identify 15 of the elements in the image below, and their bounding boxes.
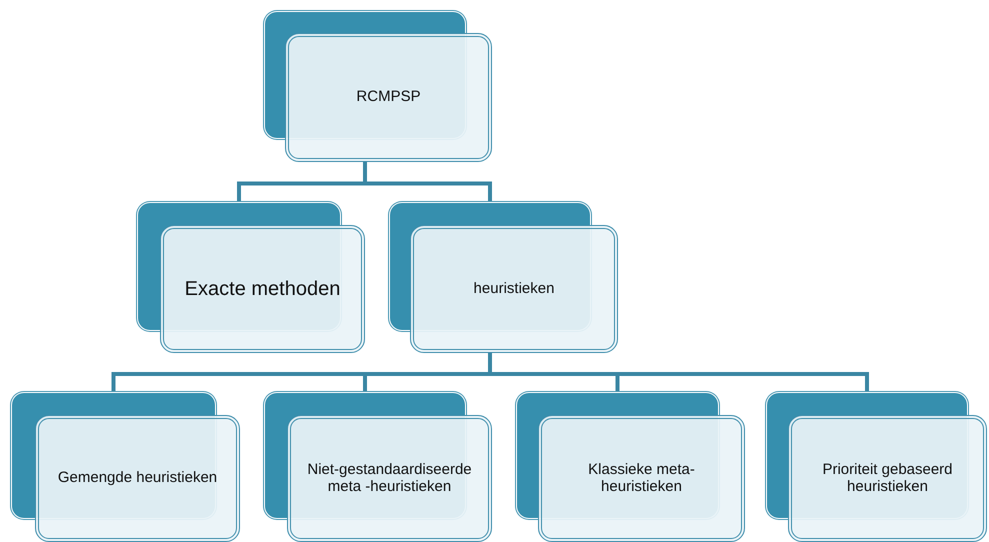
node-label: Prioriteit gebaseerd heuristieken: [821, 462, 954, 495]
stacked-box: [390, 203, 618, 353]
stacked-box: [265, 393, 492, 542]
node-label: RCMPSP: [355, 89, 422, 106]
connector-line: [488, 353, 869, 393]
stacked-box: [265, 12, 492, 162]
node-label: heuristieken: [472, 280, 556, 298]
stacked-box: [12, 393, 240, 542]
stacked-box: [767, 393, 987, 542]
stacked-box: [138, 203, 365, 353]
node-label: Niet-gestandaardiseerde meta -heuristieken: [306, 462, 473, 495]
node-label: Gemengde heuristieken: [56, 470, 218, 487]
node-label: Klassieke meta-heuristieken: [587, 462, 696, 495]
node-label: Exacte methoden: [184, 278, 342, 300]
stacked-box: [517, 393, 745, 542]
